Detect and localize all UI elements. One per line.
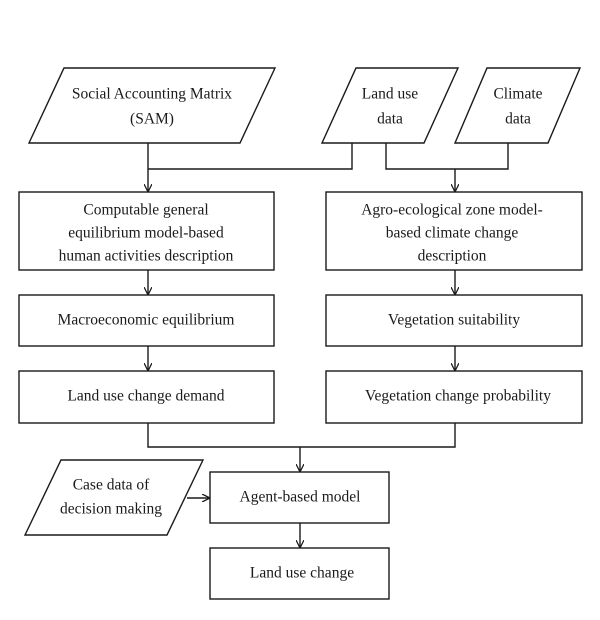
edge-demand-to-merge — [147, 423, 300, 448]
macro-equilibrium-label: Macroeconomic equilibrium — [58, 312, 235, 329]
land-use-data-line-2: data — [377, 111, 403, 128]
land-use-change-demand-label: Land use change demand — [67, 388, 224, 405]
vegetation-suitability-node: Vegetation suitability — [325, 294, 583, 347]
climate-data-node: Climate data — [453, 67, 582, 144]
case-data-line-2: decision making — [60, 501, 162, 518]
climate-data-line-2: data — [505, 111, 531, 128]
aez-model-line-1: Agro-ecological zone model- — [361, 202, 543, 219]
aez-model-node: Agro-ecological zone model- based climat… — [325, 191, 583, 271]
cge-model-line-1: Computable general — [83, 202, 208, 219]
case-data-line-1: Case data of — [73, 477, 150, 494]
sam-node: Social Accounting Matrix (SAM) — [27, 67, 277, 144]
cge-model-node: Computable general equilibrium model-bas… — [18, 191, 275, 271]
climate-data-line-1: Climate — [493, 86, 542, 103]
land-use-change-demand-node: Land use change demand — [18, 370, 275, 424]
land-use-data-line-1: Land use — [362, 86, 419, 103]
macro-equilibrium-node: Macroeconomic equilibrium — [18, 294, 275, 347]
edges — [147, 143, 509, 548]
vegetation-change-probability-label: Vegetation change probability — [365, 388, 551, 405]
vegetation-change-probability-node: Vegetation change probability — [325, 370, 583, 424]
agent-based-model-label: Agent-based model — [240, 489, 361, 506]
agent-based-model-node: Agent-based model — [209, 471, 390, 524]
edge-land-use-data-to-aez — [385, 143, 455, 170]
edge-climate-data-to-aez — [455, 143, 509, 170]
cge-model-line-3: human activities description — [59, 248, 234, 265]
edge-probability-to-merge — [300, 423, 456, 448]
aez-model-line-3: description — [418, 248, 487, 265]
case-data-node: Case data of decision making — [23, 459, 205, 536]
sam-node-line-1: Social Accounting Matrix — [72, 86, 232, 103]
cge-model-line-2: equilibrium model-based — [68, 225, 224, 242]
aez-model-line-2: based climate change — [386, 225, 519, 242]
land-use-data-node: Land use data — [320, 67, 460, 144]
edge-land-use-data-to-merge — [148, 143, 353, 170]
land-use-change-node: Land use change — [209, 547, 390, 600]
sam-node-line-2: (SAM) — [130, 111, 174, 128]
vegetation-suitability-label: Vegetation suitability — [388, 312, 520, 329]
land-use-change-label: Land use change — [250, 565, 354, 582]
